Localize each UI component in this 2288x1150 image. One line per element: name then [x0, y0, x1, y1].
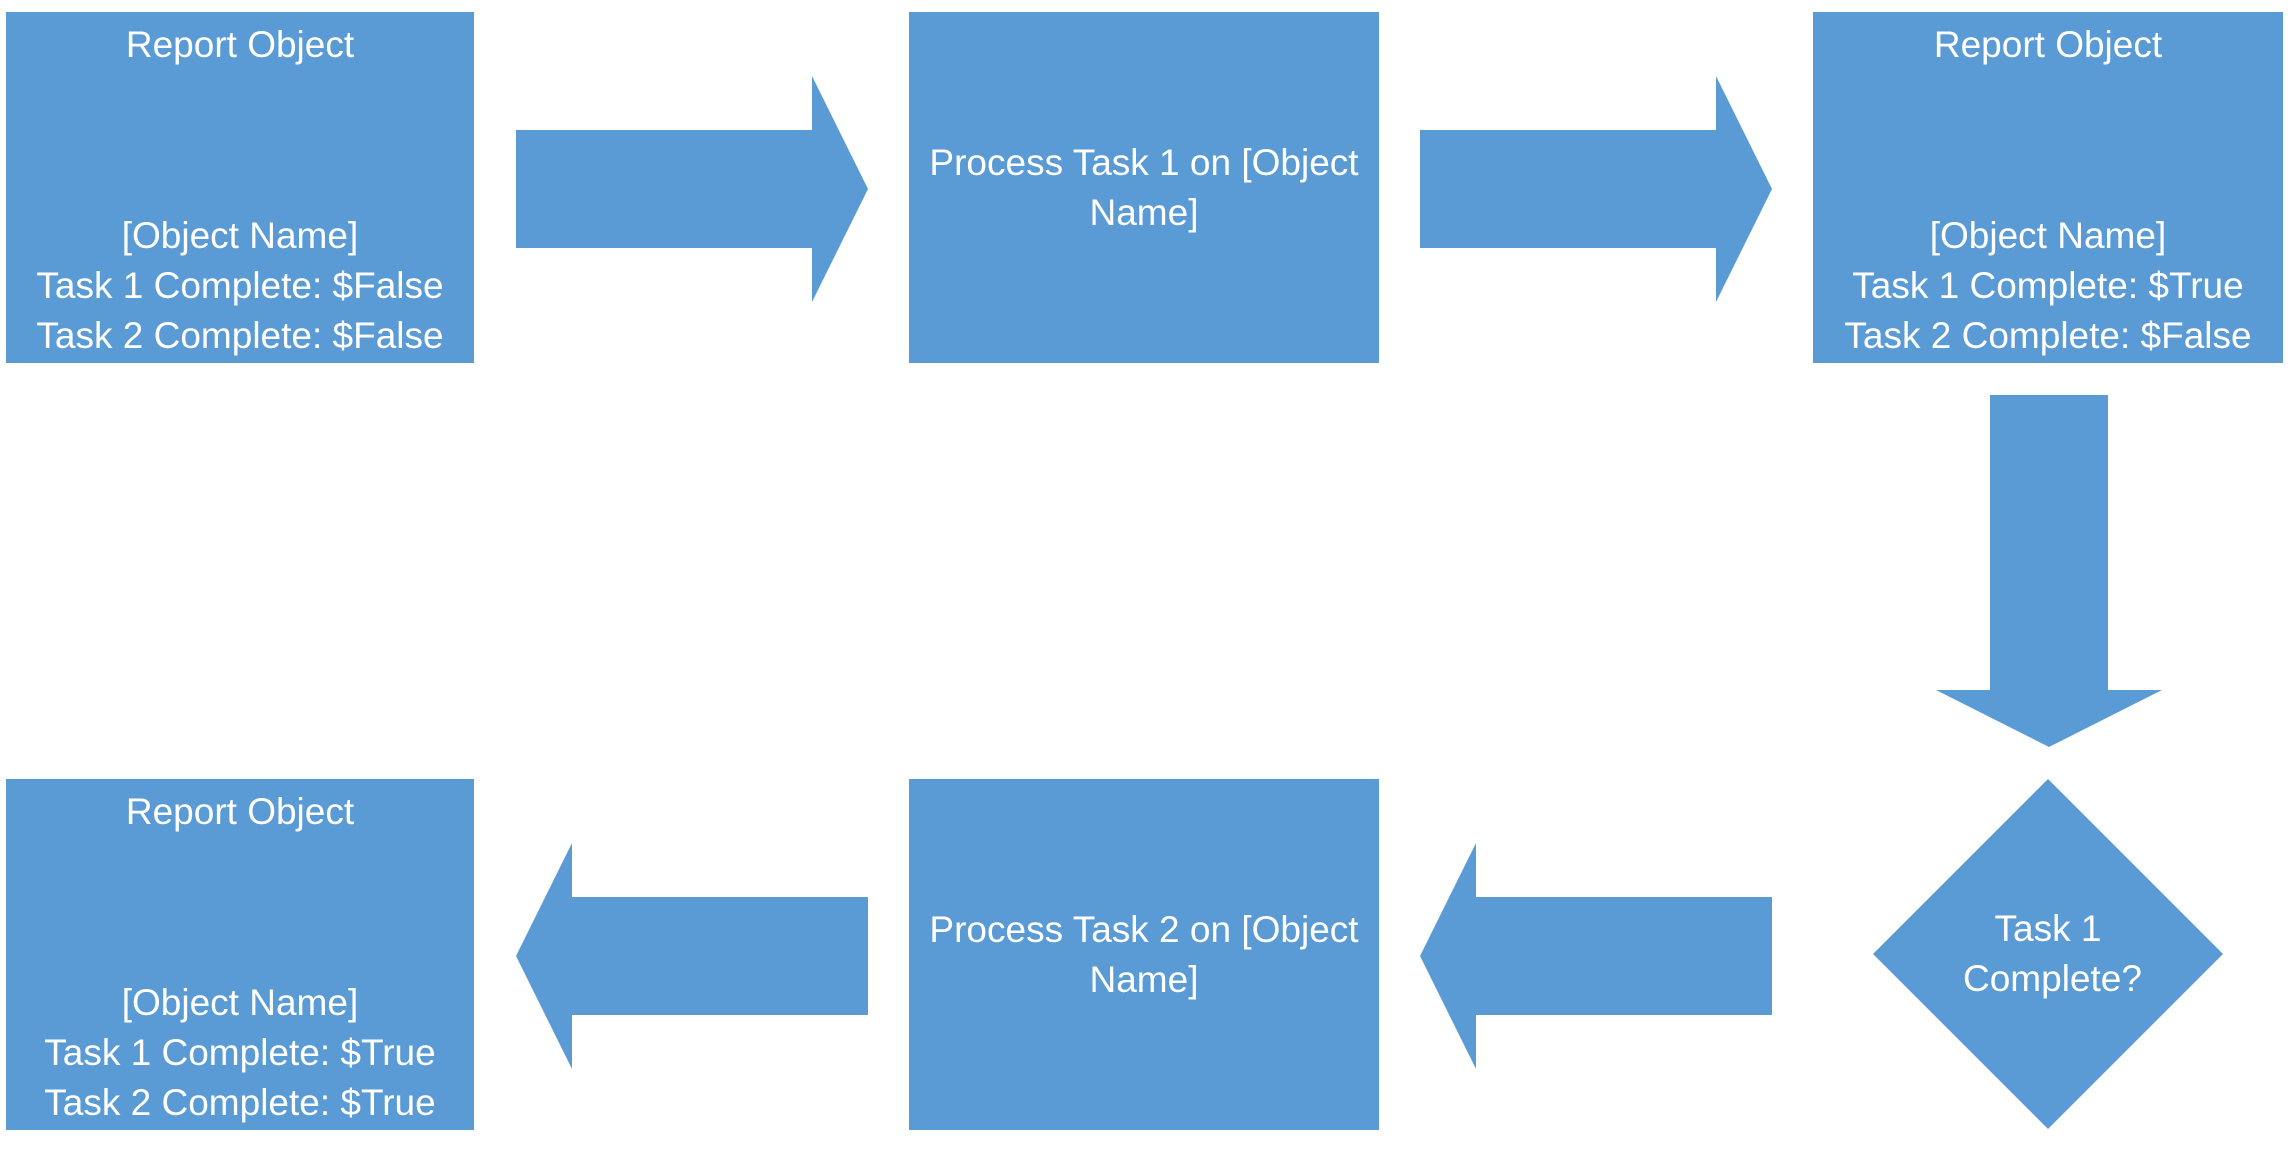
task1-status-text: Task 1 Complete: $False	[36, 265, 444, 306]
arrow-right-2	[1420, 76, 1772, 302]
process-task2-label: Process Task 2 on [Object Name]	[929, 908, 1359, 1000]
task2-status-text: Task 2 Complete: $False	[1844, 315, 2252, 356]
object-name-text: [Object Name]	[1929, 215, 2167, 256]
report-object-title: Report Object	[125, 791, 355, 832]
task2-status-text: Task 2 Complete: $True	[44, 1082, 436, 1123]
decision-diamond: Task 1 Complete?	[1873, 779, 2223, 1129]
task2-status-text: Task 2 Complete: $False	[36, 315, 444, 356]
process-task2-box: Process Task 2 on [Object Name]	[909, 779, 1379, 1130]
task1-status-text: Task 1 Complete: $True	[1852, 265, 2244, 306]
arrow-left-1	[1420, 843, 1772, 1069]
object-name-text: [Object Name]	[121, 982, 359, 1023]
report-object-final: Report Object [Object Name] Task 1 Compl…	[6, 779, 474, 1130]
task1-status-text: Task 1 Complete: $True	[44, 1032, 436, 1073]
process-task1-label: Process Task 1 on [Object Name]	[929, 141, 1359, 233]
report-object-initial: Report Object [Object Name] Task 1 Compl…	[6, 12, 474, 363]
report-object-title: Report Object	[1933, 24, 2163, 65]
arrow-left-2	[516, 843, 868, 1069]
decision-label: Task 1 Complete?	[1963, 908, 2142, 999]
arrow-down	[1936, 395, 2162, 747]
report-object-after-task1: Report Object [Object Name] Task 1 Compl…	[1813, 12, 2283, 363]
object-name-text: [Object Name]	[121, 215, 359, 256]
process-task1-box: Process Task 1 on [Object Name]	[909, 12, 1379, 363]
arrow-right-1	[516, 76, 868, 302]
report-object-title: Report Object	[125, 24, 355, 65]
